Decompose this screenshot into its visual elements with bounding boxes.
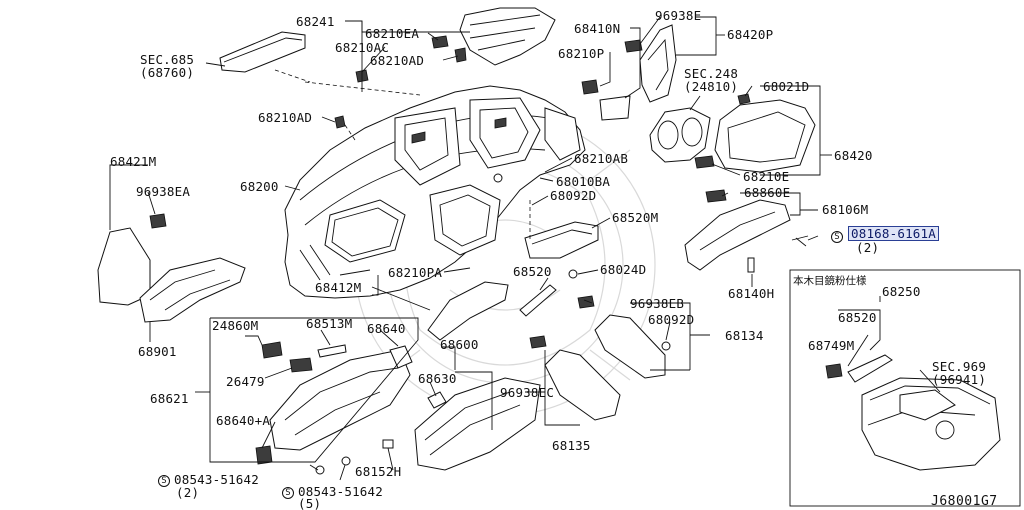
finisher-68410N xyxy=(599,95,631,121)
label-68420P: 68420P xyxy=(727,27,774,42)
label-68140H: 68140H xyxy=(728,286,775,301)
label-68092D-top: 68092D xyxy=(550,188,597,203)
diagram-code: J68001G7 xyxy=(931,494,998,509)
label-68600: 68600 xyxy=(440,337,479,352)
side-panel-68421M xyxy=(97,213,167,306)
label-sec969: SEC.969 xyxy=(932,359,987,374)
label-96938EC: 96938EC xyxy=(500,385,555,400)
finisher-68134 xyxy=(529,295,671,379)
label-68621: 68621 xyxy=(150,391,189,406)
label-68241: 68241 xyxy=(296,14,335,29)
trim-68412M xyxy=(427,281,509,341)
label-68901: 68901 xyxy=(138,344,177,359)
label-68092D-mid: 68092D xyxy=(648,312,695,327)
screw-symbol-08543-a: S xyxy=(158,473,172,487)
label-68210E: 68210E xyxy=(743,169,790,184)
label-68420: 68420 xyxy=(834,148,873,163)
lid-sec685 xyxy=(219,31,306,73)
label-96938EA: 96938EA xyxy=(136,184,191,199)
screw-symbol-08543-b: S xyxy=(282,485,296,499)
label-68210AD-left: 68210AD xyxy=(258,110,313,125)
label-sec685: SEC.685 xyxy=(140,52,195,67)
label-96938E: 96938E xyxy=(655,8,702,23)
label-08168-6161A[interactable]: 08168-6161A xyxy=(848,226,939,241)
label-68200: 68200 xyxy=(240,179,279,194)
cluster-hood-68420 xyxy=(714,99,816,173)
label-96938EB: 96938EB xyxy=(630,296,685,311)
label-sec685-ref: (68760) xyxy=(140,65,195,80)
label-08543-qty-a: (2) xyxy=(176,485,200,500)
label-sec248: SEC.248 xyxy=(684,66,739,81)
label-68630: 68630 xyxy=(418,371,457,386)
label-68520M: 68520M xyxy=(612,210,659,225)
label-sec969-ref: (96941) xyxy=(932,372,987,387)
glove-box-68621 xyxy=(255,341,413,475)
top-cover-68241 xyxy=(459,7,556,66)
screw-symbol-08168: S xyxy=(831,229,845,243)
label-68421M: 68421M xyxy=(110,154,157,169)
label-08543-51642-b[interactable]: 08543-51642 xyxy=(298,484,383,499)
frame-68621 xyxy=(195,317,419,463)
label-26479: 26479 xyxy=(226,374,265,389)
lower-bracket-68106M xyxy=(684,199,809,271)
label-68210PA: 68210PA xyxy=(388,265,443,280)
label-08543-51642-a[interactable]: 08543-51642 xyxy=(174,472,259,487)
strip-68520 xyxy=(519,284,557,317)
label-68749M: 68749M xyxy=(808,338,855,353)
finisher-68135 xyxy=(544,349,621,421)
label-68210AD-top: 68210AD xyxy=(370,53,425,68)
label-sec248-ref: (24810) xyxy=(684,79,739,94)
bracket-68420P xyxy=(639,24,677,103)
label-68210AB: 68210AB xyxy=(574,151,629,166)
label-24860M: 24860M xyxy=(212,318,259,333)
leader-lines xyxy=(109,16,941,481)
label-68106M: 68106M xyxy=(822,202,869,217)
bracket-68901 xyxy=(139,257,246,323)
label-68520-inset: 68520 xyxy=(838,310,877,325)
label-68010BA: 68010BA xyxy=(556,174,611,189)
inset-title: 本木目鏡粉仕様 xyxy=(793,275,867,287)
label-68021D: 68021D xyxy=(763,79,810,94)
label-68210P: 68210P xyxy=(558,46,605,61)
inset-console-68250 xyxy=(825,354,1001,471)
label-08168-qty: (2) xyxy=(856,240,880,255)
label-68412M: 68412M xyxy=(315,280,362,295)
label-68513M: 68513M xyxy=(306,316,353,331)
label-68640A: 68640+A xyxy=(216,413,271,428)
label-68640: 68640 xyxy=(367,321,406,336)
dashboard-panel-68200 xyxy=(284,85,586,299)
label-68250: 68250 xyxy=(882,284,921,299)
label-68210AC: 68210AC xyxy=(335,40,390,55)
label-08543-qty-b: (5) xyxy=(298,496,322,510)
label-68152H: 68152H xyxy=(355,464,402,479)
label-68520: 68520 xyxy=(513,264,552,279)
meter-cluster-sec248 xyxy=(649,107,711,163)
label-68134: 68134 xyxy=(725,328,764,343)
clips-top xyxy=(334,35,751,203)
clip-68140H xyxy=(747,257,755,273)
label-68410N: 68410N xyxy=(574,21,621,36)
label-68210EA: 68210EA xyxy=(365,26,420,41)
label-68135: 68135 xyxy=(552,438,591,453)
label-68024D: 68024D xyxy=(600,262,647,277)
label-68860E: 68860E xyxy=(744,185,791,200)
finisher-68520M xyxy=(524,221,599,259)
inset-frame xyxy=(789,269,1021,507)
clip-68630 xyxy=(427,391,447,409)
console-box-68600 xyxy=(414,377,541,471)
